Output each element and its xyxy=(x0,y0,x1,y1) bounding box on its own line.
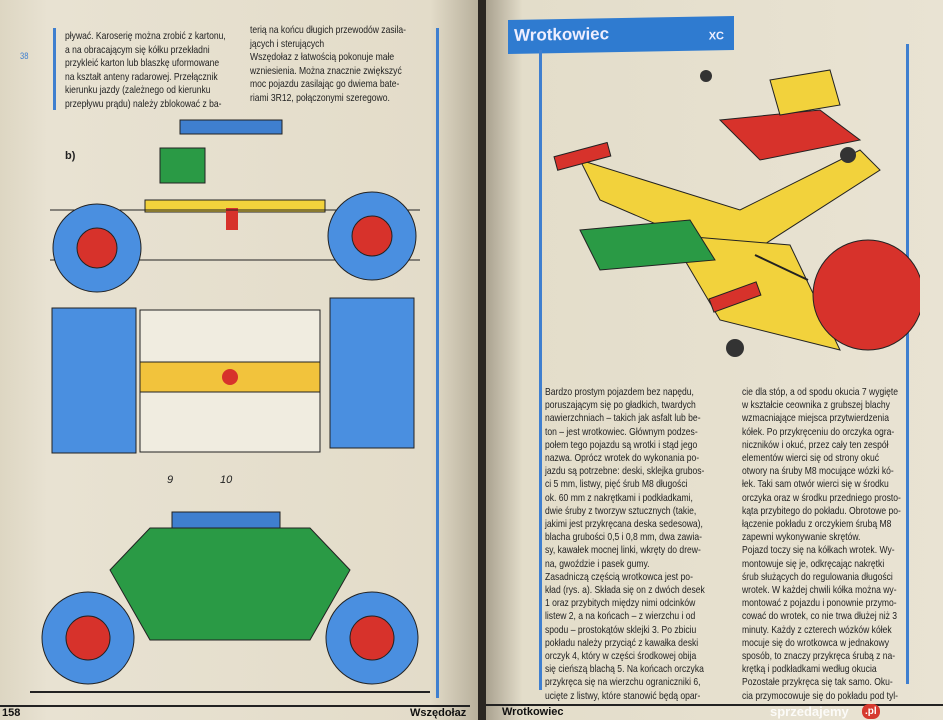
text-line: ok. 60 mm z nakrętkami i podkładkami, xyxy=(545,492,693,504)
right-page: Wrotkowiec xyxy=(486,0,943,720)
text-line: cować do wrotek, co nie trwa dłużej niż … xyxy=(742,611,898,623)
text-line: kład (rys. a). Składa się on z dwóch des… xyxy=(545,585,705,597)
text-line: listew 2, a na końcach – z wierzchu i od xyxy=(545,611,696,623)
text-line: blacha grubości 0,5 i 0,8 mm, dwa zawia- xyxy=(545,532,702,544)
watermark-badge: .pl xyxy=(862,704,880,719)
text-line: przykręca się na wierzchu ograniczniki 6… xyxy=(545,677,701,689)
text-line: Wszędołaz z łatwością pokonuje małe xyxy=(250,52,395,64)
watermark: sprzedajemy xyxy=(770,704,849,719)
figure-label: b) xyxy=(65,150,76,162)
text-line: Pozostałe przykręca się tak samo. Oku- xyxy=(742,677,893,689)
text-line: mocuje się do wrotkowca w jednakowy xyxy=(742,637,889,649)
chapter-banner: Wrotkowiec XC xyxy=(508,16,734,54)
text-line: wzniesienia. Można znacznie zwiększyć xyxy=(250,65,402,77)
text-line: elementów wierci się od strony okuć xyxy=(742,453,879,465)
text-line: Bardzo prostym pojazdem bez napędu, xyxy=(545,387,694,398)
chapter-title: Wrotkowiec xyxy=(514,24,610,45)
text-line: łączenie pokładu z orczykiem śrubą M8 xyxy=(742,519,892,531)
wrotkowiec-illustration xyxy=(553,69,920,357)
detail-inset xyxy=(812,239,920,351)
column-rule xyxy=(53,28,56,110)
text-line: się cieńszą blachą 5. Na końcach orczyka xyxy=(545,664,704,676)
vehicle-illustration xyxy=(30,119,430,693)
text-line: sy, kawałek mocnej linki, wkręty do drew… xyxy=(545,545,701,557)
text-line: a na obracającym się kółku przekładni xyxy=(65,44,210,56)
text-line: pływać. Karoserię można zrobić z kartonu… xyxy=(65,31,226,42)
wheel xyxy=(52,203,142,293)
part-label: 9 xyxy=(167,474,174,486)
text-line: jazdu są potrzebne: deski, sklejka grubo… xyxy=(545,466,705,478)
text-line: połem tego pojazdu są wrotki i stąd jego xyxy=(545,439,698,451)
left-page: 38 pływać. Karoserię można zrobić z kart… xyxy=(0,0,478,720)
text-line: na kształt anteny radarowej. Przełącznik xyxy=(65,71,218,83)
text-line: spodu – prostokątów sklejki 3. Po zbiciu xyxy=(545,624,697,636)
margin-ref: 38 xyxy=(20,51,29,61)
text-line: riami 3R12, połączonymi szeregowo. xyxy=(250,92,390,104)
text-line: jakimi jest przykręcana deska sedesowa), xyxy=(545,519,703,531)
text-line: przepływu prądu) należy zblokować z ba- xyxy=(65,98,222,110)
text-line: kółek. Po przykręceniu do orczyka ogra- xyxy=(742,426,895,438)
text-column-1: Bardzo prostym pojazdem bez napędu, porus… xyxy=(545,386,705,703)
text-line: wzmacniające miejsca przytwierdzenia xyxy=(742,413,889,425)
text-line: ci 5 mm, listwy, pięć śrub M8 długości xyxy=(545,479,688,491)
text-line: moc pojazdu zasilając go dwiema bate- xyxy=(250,79,400,91)
text-line: kierunku jazdy (zależnego od kierunku xyxy=(65,85,211,97)
text-line: jących i sterujących xyxy=(250,38,325,50)
text-line: Zasadniczą częścią wrotkowca jest po- xyxy=(545,571,693,583)
text-column-1: pływać. Karoserię można zrobić z kartonu… xyxy=(65,30,226,112)
text-line: przykleić karton lub blaszkę uformowane xyxy=(65,58,220,70)
text-line: montować z pojazdu i ponownie przymo- xyxy=(742,598,897,610)
text-line: poruszającym się po gładkich, twardych xyxy=(545,400,696,412)
column-rule xyxy=(906,44,909,684)
text-line: sposób, to znaczy przykręca śrubą z na- xyxy=(742,651,896,663)
text-line: kąta przybitego do pokładu. Obrotowe po- xyxy=(742,505,901,517)
text-column-2: terią na końcu długich przewodów zasila-… xyxy=(250,24,406,106)
text-column-2: cie dla stóp, a od spodu okucia 7 wygięt… xyxy=(742,386,901,703)
text-line: w kształcie ceownika z grubszej blachy xyxy=(742,400,890,412)
text-line: śrub służących do regulowania długości xyxy=(742,571,893,583)
text-line: ton – jest wrotkowiec. Głównym podzes- xyxy=(545,426,698,438)
text-line: na, gwoździe i pasek gumy. xyxy=(545,558,650,570)
text-line: 1 oraz przybitych między nimi odcinków xyxy=(545,598,696,610)
text-line: nazwa. Oprócz wrotek do wykonania po- xyxy=(545,453,700,465)
page-number: 158 xyxy=(2,707,21,719)
footer-rule xyxy=(0,705,470,707)
text-line: otwory na śruby M8 mocujące wózki kó- xyxy=(742,466,894,478)
text-line: terią na końcu długich przewodów zasila- xyxy=(250,25,407,36)
text-line: Pojazd toczy się na kółkach wrotek. Wy- xyxy=(742,545,895,557)
text-line: orczyk 4, który w części środkowej obija xyxy=(545,651,697,663)
column-rule xyxy=(436,28,439,698)
text-line: wrotek. W każdej chwili kółka można wy- xyxy=(742,585,897,597)
wheel xyxy=(327,191,417,281)
column-rule xyxy=(539,50,542,690)
wheel xyxy=(41,591,135,685)
text-line: cie dla stóp, a od spodu okucia 7 wygięt… xyxy=(742,387,899,398)
footer-rule xyxy=(486,704,943,706)
chapter-tag: XC xyxy=(708,30,724,43)
text-line: montowuje się je, odkręcając nakrętki xyxy=(742,558,885,570)
text-line: zapewni wykonywanie skrętów. xyxy=(742,532,861,544)
text-line: cia przymocowuje się do pokładu pod tyl- xyxy=(742,690,899,702)
text-line: krętką i podkładkami według okucia xyxy=(742,664,877,676)
running-title: Wrotkowiec xyxy=(502,706,564,718)
text-line: pokładu należy przyciąć z kawałka deski xyxy=(545,637,699,649)
text-line: łek. Taki sam otwór wierci się w środku xyxy=(742,479,889,491)
running-title: Wszędołaz xyxy=(410,707,467,719)
text-line: niczników i okuć, przez cały ten zespół xyxy=(742,439,889,451)
text-line: orczyka oraz w środku przedniego prosto- xyxy=(742,492,901,504)
text-line: dwie śruby z tworzyw sztucznych (takie, xyxy=(545,505,697,517)
part-label: 10 xyxy=(220,474,233,486)
wheel xyxy=(325,591,419,685)
text-line: nawierzchniach – takich jak asfalt lub b… xyxy=(545,413,701,425)
text-line: minuty. Każdy z czterech wózków kółek xyxy=(742,624,892,636)
text-line: ucięte z listwy, które stanowić będą opa… xyxy=(545,690,701,702)
